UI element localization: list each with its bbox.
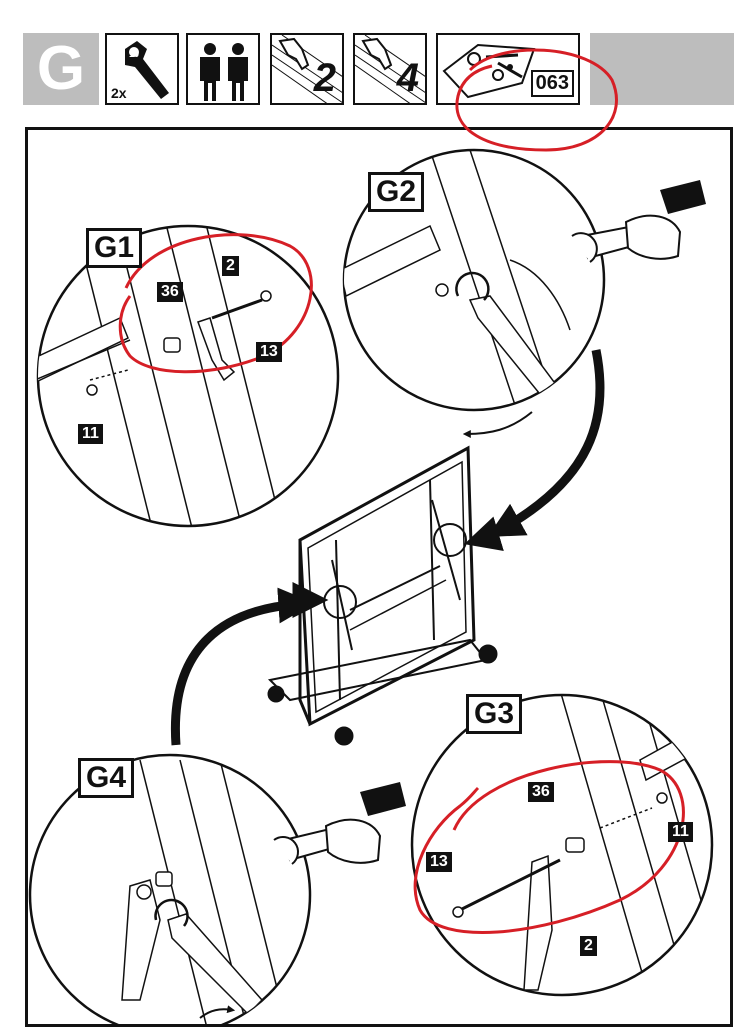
hand-wrench-icon xyxy=(571,180,706,263)
arrow-g4-to-table xyxy=(170,587,315,746)
table-illustration xyxy=(267,445,498,746)
hand-pointing-icon xyxy=(272,35,342,103)
callout-g3: G3 xyxy=(466,694,523,734)
part-label-g1-bracket: 2 xyxy=(222,256,239,276)
part-label-g1-bolt: 13 xyxy=(256,342,282,362)
arrow-right-bracket xyxy=(464,516,504,552)
hand-wrench-icon xyxy=(273,782,406,865)
red-circle-g3-parts xyxy=(413,760,685,935)
part-label-g3-bracket: 2 xyxy=(580,936,597,956)
step-header: G 10 2x 2 xyxy=(0,0,747,120)
step-four-ref: 4 xyxy=(353,33,427,105)
callout-g2: G2 xyxy=(368,172,425,212)
two-people-icon xyxy=(200,43,248,101)
step-two-number: 2 xyxy=(313,56,336,100)
callout-g4: G4 xyxy=(78,758,135,798)
detail-g1 xyxy=(36,224,340,528)
wrench-tool-box: 10 2x xyxy=(105,33,179,105)
hardware-bag-number: 063 xyxy=(530,70,574,97)
svg-text:10: 10 xyxy=(129,49,139,59)
part-label-g1-washer: 36 xyxy=(157,282,183,302)
part-label-g3-washer: 36 xyxy=(528,782,554,802)
step-letter-box: G xyxy=(23,33,99,105)
red-circle-g1-parts xyxy=(118,233,313,374)
detail-g4 xyxy=(28,753,406,1024)
tool-quantity: 2x xyxy=(111,85,127,101)
step-two-ref: 2 xyxy=(270,33,344,105)
arrow-g2-to-table xyxy=(487,349,605,537)
arrow-g2-direction xyxy=(462,411,533,438)
hand-pointing-icon xyxy=(355,35,425,103)
step-four-number: 4 xyxy=(396,56,419,100)
step-letter: G xyxy=(36,34,86,103)
part-label-g3-nut: 11 xyxy=(668,822,693,842)
part-label-g1-nut: 11 xyxy=(78,424,103,444)
part-label-g3-bolt: 13 xyxy=(426,852,452,872)
header-right-bar xyxy=(590,33,734,105)
two-people-box xyxy=(186,33,260,105)
red-annotations xyxy=(118,48,685,935)
hardware-bag-box: 063 xyxy=(436,33,580,105)
hardware-bag-icon xyxy=(442,43,536,99)
red-circle-hardware-bag xyxy=(455,48,618,152)
callout-g1: G1 xyxy=(86,228,143,268)
detail-g2 xyxy=(342,148,706,412)
detail-g3 xyxy=(410,693,714,997)
wrench-10-icon: 10 xyxy=(125,41,169,99)
